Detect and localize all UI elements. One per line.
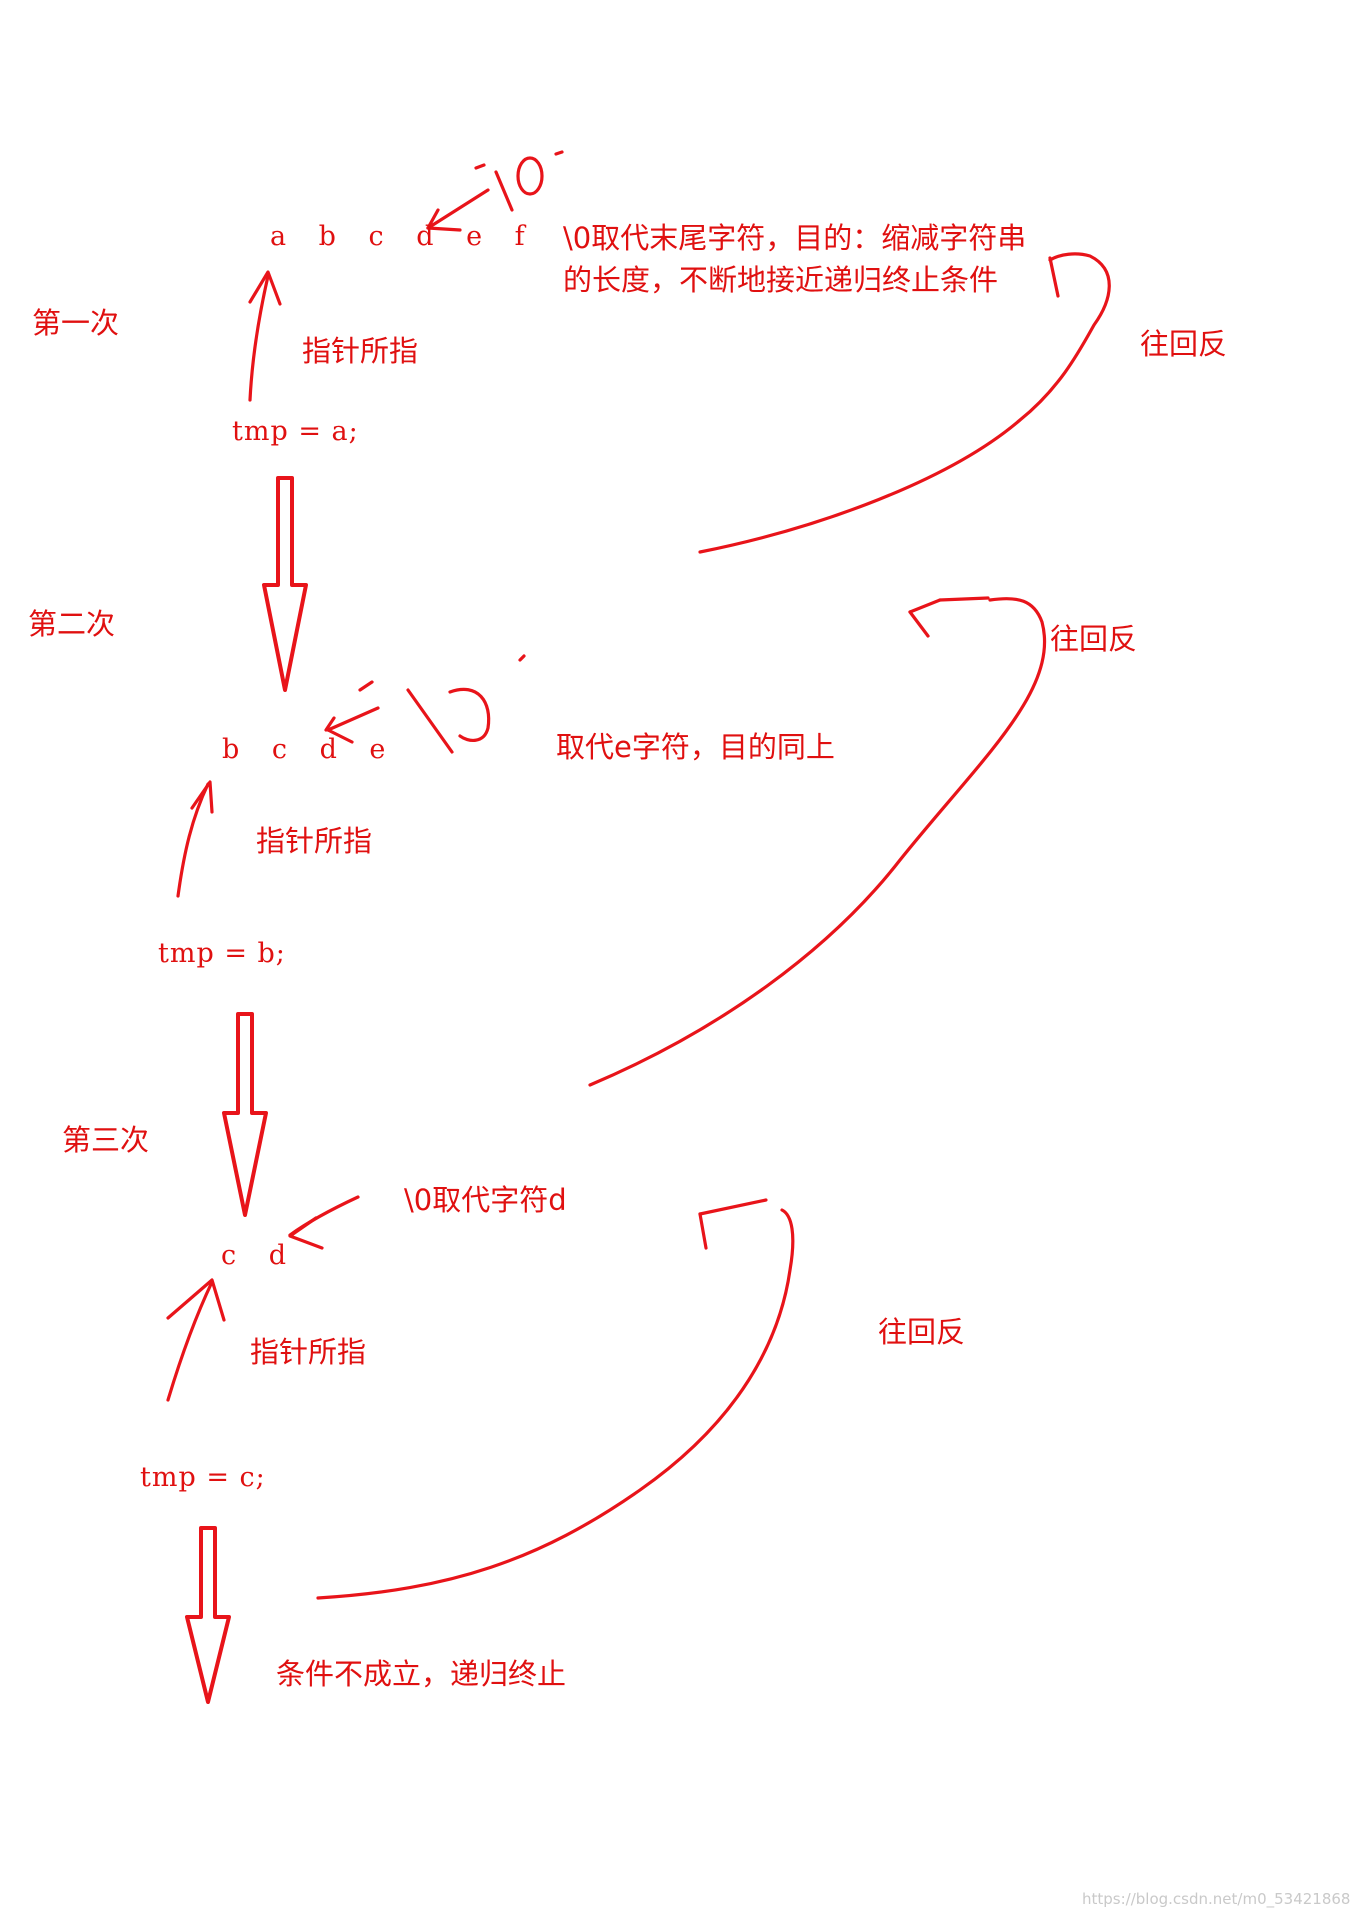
iteration-1-code: tmp = a; xyxy=(232,416,359,447)
pointer-arrow-2 xyxy=(176,780,214,898)
iteration-2-return-label: 往回反 xyxy=(1050,622,1138,656)
iteration-3-code: tmp = c; xyxy=(140,1462,266,1493)
iteration-2-pointer-label: 指针所指 xyxy=(256,824,373,858)
iteration-1-pointer-label: 指针所指 xyxy=(302,334,419,368)
termination-text: 条件不成立，递归终止 xyxy=(276,1657,567,1691)
iteration-3-note: \0取代字符d xyxy=(404,1183,567,1217)
iteration-1-chars: a b c d e f xyxy=(270,221,537,252)
handwritten-null-2 xyxy=(324,654,526,754)
hollow-arrow-1 xyxy=(262,476,308,692)
iteration-1-note: \0取代末尾字符，目的：缩减字符串的长度，不断地接近递归终止条件 xyxy=(563,221,1027,297)
iteration-2-label: 第二次 xyxy=(28,607,116,641)
iteration-3-label: 第三次 xyxy=(62,1123,150,1157)
return-curve-2 xyxy=(588,596,1047,1087)
iteration-2-code: tmp = b; xyxy=(158,938,286,969)
pointer-arrow-1 xyxy=(248,270,282,402)
return-curve-1 xyxy=(698,252,1111,554)
iteration-2-note: 取代e字符，目的同上 xyxy=(556,730,835,764)
iteration-3-pointer-label: 指针所指 xyxy=(250,1335,367,1369)
hollow-arrow-3 xyxy=(185,1526,231,1704)
watermark: https://blog.csdn.net/m0_53421868 xyxy=(1082,1890,1350,1908)
note-arrow-3 xyxy=(288,1195,360,1250)
pointer-arrow-3 xyxy=(166,1278,226,1402)
iteration-1-return-label: 往回反 xyxy=(1140,327,1228,361)
handwritten-null-1 xyxy=(426,150,564,232)
iteration-1-label: 第一次 xyxy=(32,306,120,340)
return-curve-3 xyxy=(316,1198,795,1600)
iteration-3-chars: c d xyxy=(221,1240,298,1271)
hollow-arrow-2 xyxy=(222,1012,268,1217)
iteration-2-chars: b c d e xyxy=(222,734,398,765)
iteration-3-return-label: 往回反 xyxy=(878,1315,966,1349)
